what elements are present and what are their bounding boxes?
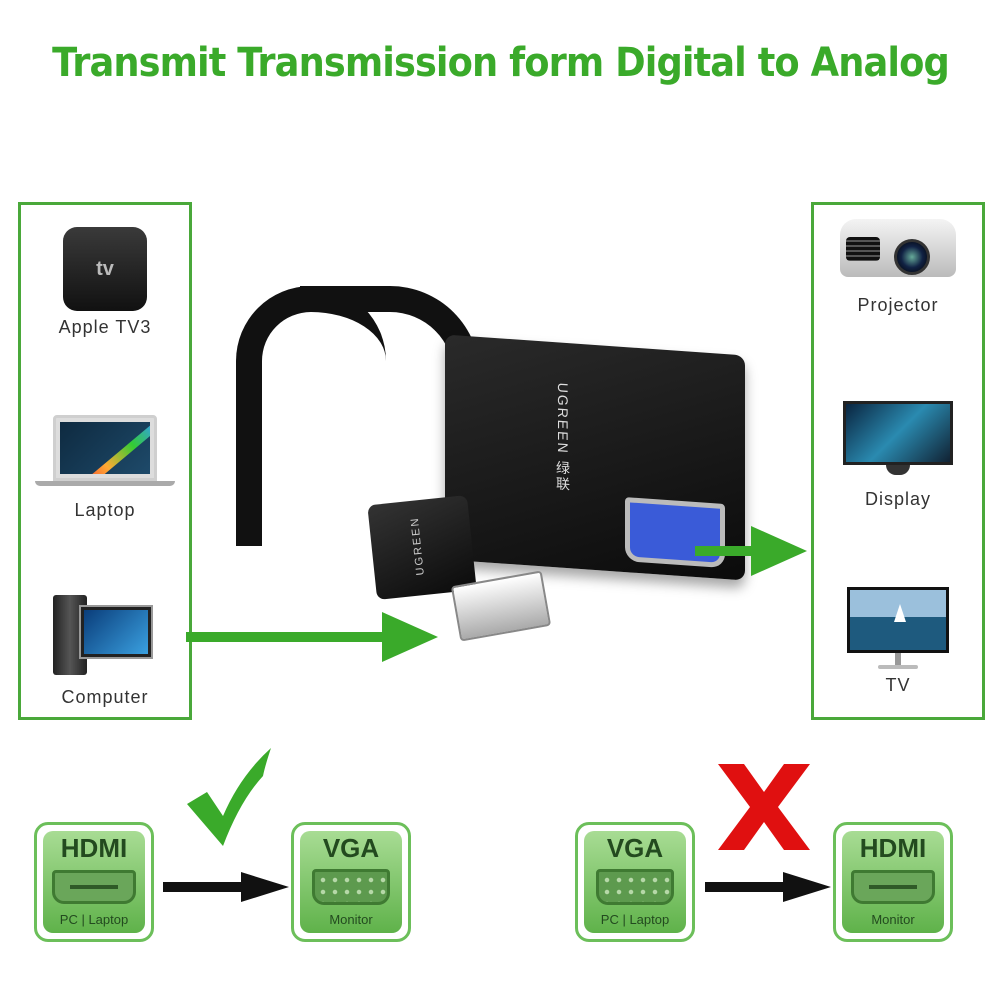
vga-port-icon <box>312 868 390 905</box>
device-label: Laptop <box>74 500 136 520</box>
source-device-apple-tv: tv Apple TV3 <box>21 227 189 338</box>
laptop-icon <box>21 415 189 486</box>
cross-icon <box>718 764 810 850</box>
compat-source-hdmi: HDMI PC | Laptop <box>34 822 154 942</box>
output-arrow-icon <box>695 526 810 576</box>
apple-tv-badge: tv <box>96 257 114 280</box>
plug-brand-label: UGREEN <box>408 515 427 576</box>
black-arrow-icon <box>705 872 831 902</box>
compat-subtitle: Monitor <box>871 912 915 927</box>
device-label: Computer <box>61 687 149 707</box>
compat-subtitle: PC | Laptop <box>600 912 670 927</box>
black-arrow-icon <box>163 872 289 902</box>
display-monitor-icon <box>814 401 982 475</box>
compat-title: HDMI <box>859 833 927 863</box>
output-device-tv: TV <box>814 587 982 696</box>
checkmark-icon <box>187 748 271 846</box>
source-devices-panel: tv Apple TV3 Laptop Computer <box>18 202 192 720</box>
output-device-projector: Projector <box>814 219 982 316</box>
compat-target-hdmi: HDMI Monitor <box>833 822 953 942</box>
output-devices-panel: Projector Display TV <box>811 202 985 720</box>
device-label: TV <box>885 675 911 695</box>
device-label: Apple TV3 <box>58 317 152 337</box>
output-device-display: Display <box>814 401 982 510</box>
compat-title: HDMI <box>60 833 128 863</box>
input-arrow-icon <box>186 612 438 662</box>
desktop-computer-icon <box>53 595 157 677</box>
hdmi-port-icon <box>52 869 136 904</box>
adapter-brand-label: UGREEN 绿联 <box>555 382 571 494</box>
tv-icon <box>814 587 982 669</box>
compat-subtitle: Monitor <box>329 912 373 927</box>
compat-target-vga: VGA Monitor <box>291 822 411 942</box>
source-device-computer: Computer <box>21 595 189 708</box>
device-label: Projector <box>857 295 939 315</box>
page-title: Transmit Transmission form Digital to An… <box>52 40 950 86</box>
compat-title: VGA <box>606 833 664 863</box>
hdmi-port-icon <box>851 869 935 904</box>
projector-icon <box>840 219 956 277</box>
device-label: Display <box>864 489 932 509</box>
compat-title: VGA <box>322 833 380 863</box>
vga-port-icon <box>596 868 674 905</box>
compat-subtitle: PC | Laptop <box>59 912 129 927</box>
source-device-laptop: Laptop <box>21 415 189 521</box>
compat-source-vga: VGA PC | Laptop <box>575 822 695 942</box>
apple-tv-icon: tv <box>63 227 147 311</box>
